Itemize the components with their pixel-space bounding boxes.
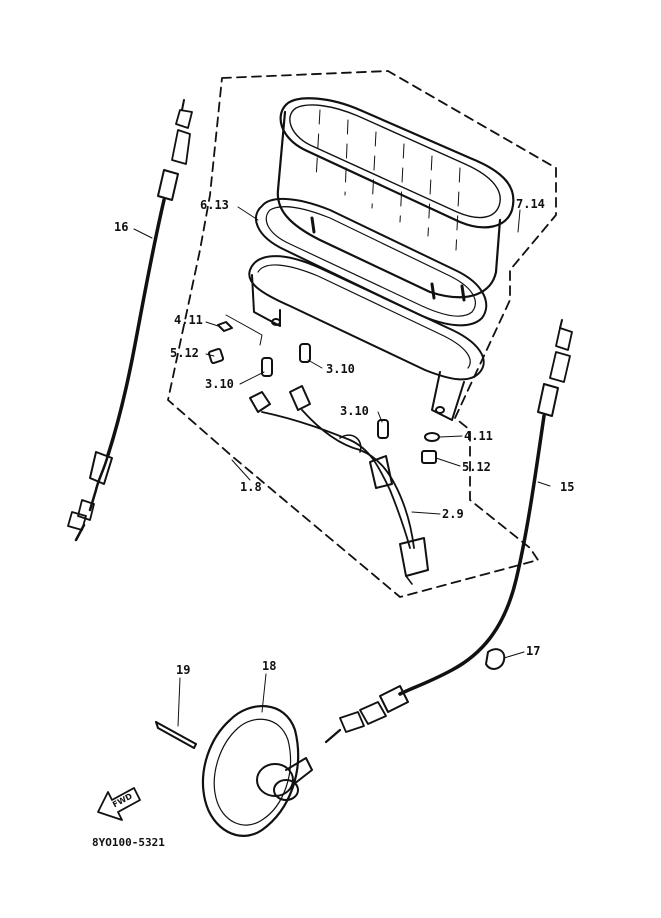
callout-15: 15 — [560, 480, 575, 494]
small-parts — [207, 314, 440, 464]
callout-3-10-center: 3.10 — [326, 362, 355, 376]
clip — [485, 648, 506, 670]
callout-3-10-right: 3.10 — [340, 404, 369, 418]
callout-7-14: 7.14 — [516, 197, 545, 211]
gear-unit — [201, 705, 313, 837]
gasket — [254, 197, 488, 327]
cable-15 — [324, 319, 573, 744]
callout-2-9: 2.9 — [442, 507, 464, 521]
callout-4-11-upper: 4.11 — [174, 313, 203, 327]
meter-housing — [276, 97, 515, 302]
callout-16: 16 — [114, 220, 129, 234]
callout-1-8: 1.8 — [240, 480, 262, 494]
pin — [155, 721, 197, 749]
callout-3-10-left: 3.10 — [205, 377, 234, 391]
cable-16 — [67, 99, 193, 542]
callout-19: 19 — [176, 663, 191, 677]
assembly-boundary — [167, 70, 557, 598]
leader-lines — [133, 206, 551, 727]
callout-5-12-lower: 5.12 — [462, 460, 491, 474]
fwd-arrow-icon — [97, 787, 141, 821]
callout-18: 18 — [262, 659, 277, 673]
wire-harness — [249, 385, 429, 585]
callout-5-12-upper: 5.12 — [170, 346, 199, 360]
callout-4-11-lower: 4.11 — [464, 429, 493, 443]
drawing-code: 8YO100-5321 — [92, 836, 165, 849]
callout-6-13: 6.13 — [200, 198, 229, 212]
callout-17: 17 — [526, 644, 541, 658]
meter-bracket — [248, 255, 485, 421]
